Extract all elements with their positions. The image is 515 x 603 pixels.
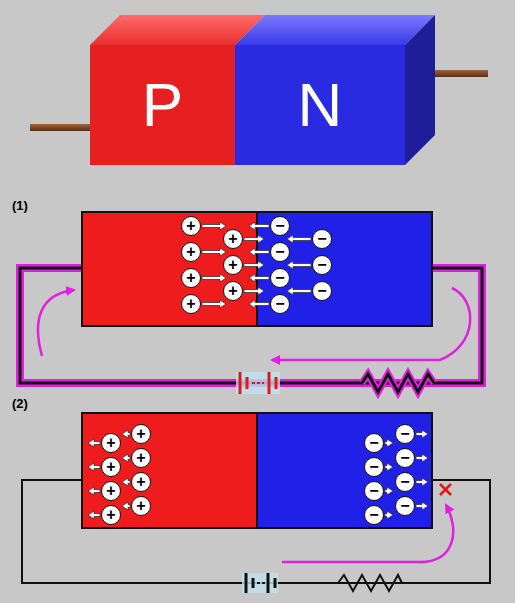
n-region: [257, 413, 432, 528]
charge-carrier: +: [223, 255, 243, 275]
carrier-arrow: [385, 439, 393, 447]
carrier-arrow: [416, 502, 428, 510]
panel-number: (2): [12, 396, 28, 411]
charge-carrier: −: [270, 268, 290, 288]
resistor-symbol: [338, 575, 402, 591]
charge-carrier: +: [101, 433, 121, 453]
carrier-arrow: [385, 487, 393, 495]
blocked-mark: [440, 484, 451, 495]
carrier-arrows: [88, 222, 428, 519]
charge-carrier: −: [395, 496, 415, 516]
carrier-arrow: [122, 502, 130, 510]
charge-carrier: +: [101, 457, 121, 477]
p-region: [82, 212, 257, 326]
battery-symbol: [236, 372, 280, 394]
carrier-arrow: [287, 287, 311, 295]
carrier-arrow: [88, 439, 100, 447]
reverse-bias-circuit: [22, 413, 490, 593]
carrier-arrow: [122, 478, 130, 486]
charge-carrier: +: [131, 472, 151, 492]
carrier-arrow: [244, 261, 264, 269]
charge-carrier: +: [131, 448, 151, 468]
carrier-arrow: [88, 463, 100, 471]
carrier-arrow: [416, 454, 428, 462]
semiconductor-face: P: [90, 45, 235, 165]
carrier-arrow: [287, 235, 311, 243]
carrier-arrow: [249, 300, 269, 308]
carrier-arrow: [249, 248, 269, 256]
panel-number: (1): [12, 198, 28, 213]
charge-carrier: −: [312, 229, 332, 249]
carrier-arrow: [122, 430, 130, 438]
charge-carrier: −: [395, 424, 415, 444]
charge-carrier: +: [131, 424, 151, 444]
charge-carrier: −: [395, 472, 415, 492]
carrier-arrow: [416, 478, 428, 486]
charge-carrier: −: [312, 255, 332, 275]
carrier-arrow: [202, 300, 226, 308]
n-top-face: [235, 15, 435, 45]
carrier-arrow: [202, 222, 226, 230]
p-front-face: [90, 45, 235, 165]
blocked-current-arrow: [282, 505, 453, 562]
p-region: [82, 413, 257, 528]
lead-wire: [30, 124, 92, 131]
carrier-arrow: [244, 287, 264, 295]
charge-carrier: +: [223, 229, 243, 249]
charge-carrier: −: [395, 448, 415, 468]
carrier-arrow: [122, 454, 130, 462]
charge-carrier: −: [364, 505, 384, 525]
n-region-label: N: [298, 74, 343, 136]
charge-carrier: −: [270, 216, 290, 236]
charge-carrier: −: [312, 281, 332, 301]
n-region: [257, 212, 432, 326]
charge-carrier: −: [364, 433, 384, 453]
charge-carrier: −: [364, 481, 384, 501]
carrier-arrow: [385, 511, 393, 519]
charge-carrier: +: [181, 216, 201, 236]
current-arrow: [272, 288, 470, 360]
charge-carrier: −: [364, 457, 384, 477]
carrier-arrow: [244, 235, 264, 243]
carrier-arrow: [202, 248, 226, 256]
charge-carrier: +: [181, 268, 201, 288]
semiconductor-face: N: [235, 45, 405, 165]
n-front-face: [235, 45, 405, 165]
carrier-arrow: [202, 274, 226, 282]
diode-block: [30, 15, 488, 165]
battery-symbol: [242, 573, 278, 593]
carrier-arrow: [88, 511, 100, 519]
charge-carrier: +: [101, 481, 121, 501]
charge-carrier: −: [270, 294, 290, 314]
forward-bias-circuit: [20, 212, 482, 394]
charge-carrier: +: [181, 242, 201, 262]
lead-wire: [432, 70, 488, 77]
resistor-glow: [362, 374, 434, 392]
charge-carrier: +: [223, 281, 243, 301]
resistor-symbol: [362, 374, 434, 392]
n-side-face: [405, 15, 435, 165]
current-arrow: [38, 290, 74, 356]
carrier-arrow: [385, 463, 393, 471]
carrier-arrow: [287, 261, 311, 269]
carrier-arrow: [249, 222, 269, 230]
charge-carrier: +: [131, 496, 151, 516]
p-top-face: [90, 15, 265, 45]
p-region-label: P: [142, 74, 183, 136]
charge-carrier: +: [181, 294, 201, 314]
carrier-arrow: [249, 274, 269, 282]
carrier-arrow: [88, 487, 100, 495]
carrier-arrow: [416, 430, 428, 438]
charge-carrier: −: [270, 242, 290, 262]
charge-carrier: +: [101, 505, 121, 525]
